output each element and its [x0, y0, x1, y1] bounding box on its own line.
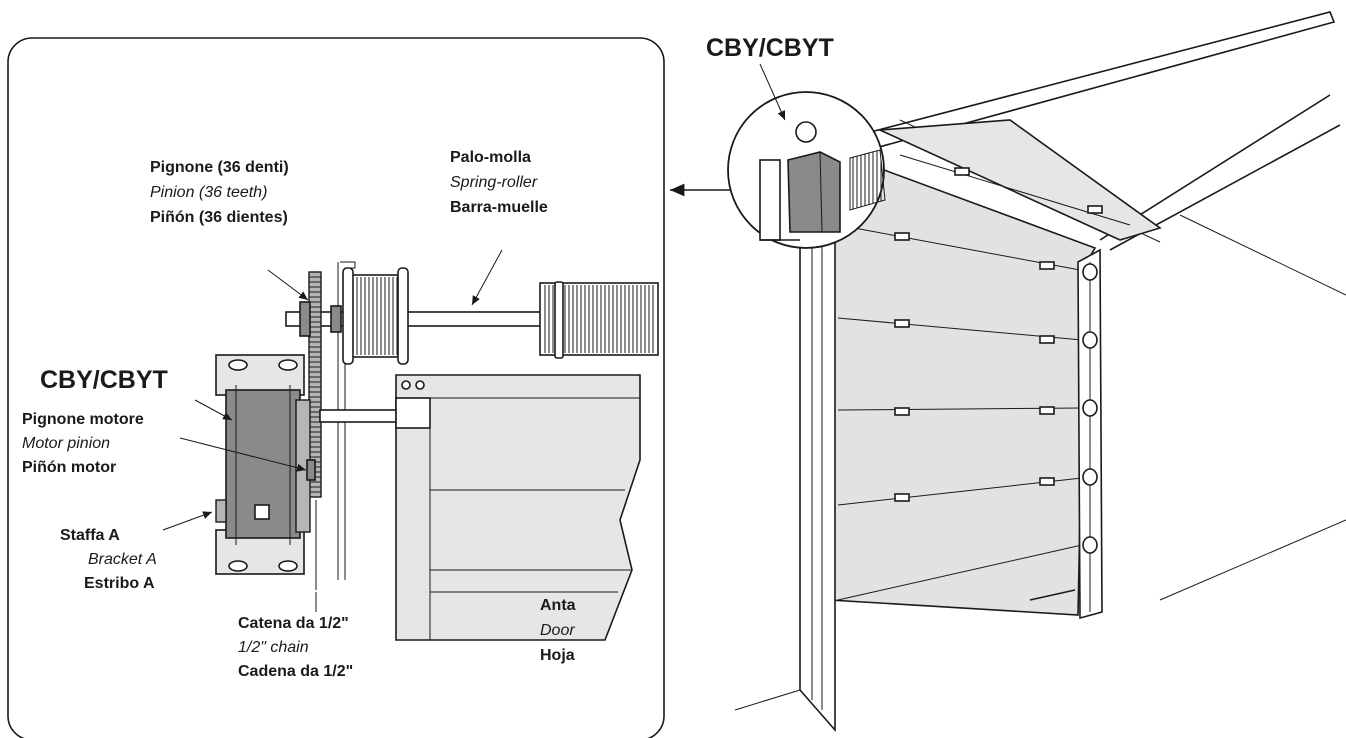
detail-drawing: [162, 249, 659, 641]
bracket-label-en: Bracket A: [88, 551, 157, 568]
left-jamb: [799, 229, 836, 733]
label-pinion: Pignone (36 denti) Pinion (36 teeth) Piñ…: [150, 159, 289, 226]
spring-roller-label-it: Palo-molla: [450, 149, 531, 166]
pinion-label-es: Piñón (36 dientes): [150, 209, 288, 226]
chain-label-en: 1/2" chain: [238, 639, 309, 656]
label-motor-pinion: Pignone motore Motor pinion Piñón motor: [22, 411, 144, 476]
label-door: Anta Door Hoja: [540, 597, 576, 664]
spring-roller-label-es: Barra-muelle: [450, 199, 548, 216]
door-label-es: Hoja: [540, 647, 575, 664]
callout-title: CBY/CBYT: [706, 34, 834, 62]
motor-pinion-label-it: Pignone motore: [22, 411, 144, 428]
garage-overview: [727, 11, 1346, 733]
callout-arrow: [759, 63, 786, 121]
pinion-label-it: Pignone (36 denti): [150, 159, 289, 176]
spring-roller-label-en: Spring-roller: [450, 174, 538, 191]
overview-motor: [787, 151, 841, 233]
door-section: [395, 374, 641, 641]
label-spring-roller: Palo-molla Spring-roller Barra-muelle: [450, 149, 548, 216]
pinion-label-en: Pinion (36 teeth): [150, 184, 267, 201]
garage-door-panel: [829, 148, 1097, 616]
label-chain: Catena da 1/2" 1/2" chain Cadena da 1/2": [238, 615, 353, 680]
bracket-label-es: Estribo A: [84, 575, 155, 592]
main-title: CBY/CBYT: [40, 366, 168, 394]
label-bracket: Staffa A Bracket A Estribo A: [60, 527, 157, 592]
door-label-en: Door: [540, 622, 575, 639]
bracket-a: [215, 499, 227, 523]
chain-label-it: Catena da 1/2": [238, 615, 349, 632]
motor-pinion-label-es: Piñón motor: [22, 459, 116, 476]
detail-frame: [7, 37, 665, 738]
motor-pinion: [306, 459, 316, 481]
door-label-it: Anta: [540, 597, 576, 614]
motor-pinion-label-en: Motor pinion: [22, 435, 110, 452]
bracket-label-it: Staffa A: [60, 527, 120, 544]
chain-label-es: Cadena da 1/2": [238, 663, 353, 680]
spring-roller-shaft: [285, 311, 547, 327]
